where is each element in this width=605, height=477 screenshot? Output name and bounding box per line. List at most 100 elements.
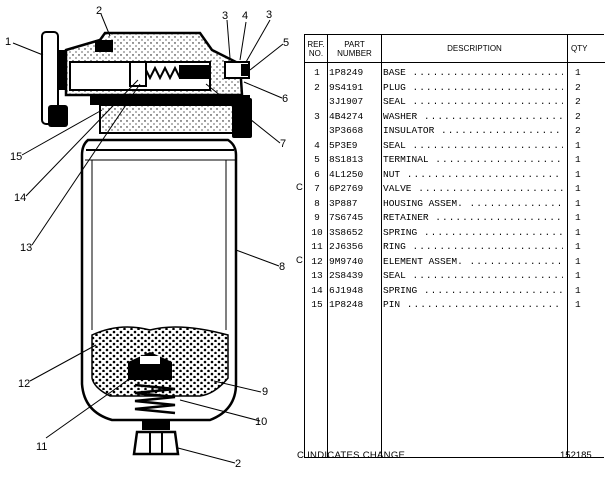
part-number-cell: 6P2769 xyxy=(329,183,364,194)
callout-6: 6 xyxy=(282,93,288,105)
callout-9: 9 xyxy=(262,386,268,398)
table-row: 34B4274WASHER2 xyxy=(305,110,605,125)
callout-14: 14 xyxy=(14,192,26,204)
description-cell: RETAINER xyxy=(383,211,563,226)
ref-no-cell: 14 xyxy=(311,284,323,296)
description-cell: HOUSING ASSEM. xyxy=(383,197,563,212)
callout-3-left: 3 xyxy=(222,10,228,22)
ref-no-cell: 8 xyxy=(314,197,320,209)
change-footnote: C INDICATES CHANGE xyxy=(297,450,406,461)
qty-cell: 2 xyxy=(575,81,581,93)
table-row: 103S8652SPRING1 xyxy=(305,226,605,241)
callout-11: 11 xyxy=(36,441,47,453)
ref-no-cell: 15 xyxy=(311,299,323,310)
qty-cell: 1 xyxy=(575,67,581,78)
description-cell: SPRING xyxy=(383,226,563,241)
table-row: 146J1948SPRING1 xyxy=(305,284,605,299)
ref-no-cell: 4 xyxy=(314,139,320,151)
description-cell: NUT xyxy=(383,168,563,183)
callout-7: 7 xyxy=(280,138,286,150)
table-row: 12 9M9740 ELEMENT ASSEM. 1 xyxy=(305,255,605,270)
part-number-cell: 2J6356 xyxy=(329,241,364,252)
header-qty: QTY xyxy=(567,35,605,63)
description-cell: ELEMENT ASSEM. xyxy=(383,255,563,270)
part-number-cell: 5P3E9 xyxy=(329,139,358,151)
ref-no-cell: 2 xyxy=(314,81,320,93)
callout-15: 15 xyxy=(10,151,22,163)
callout-8: 8 xyxy=(279,261,285,273)
retainer-and-spring xyxy=(128,352,176,415)
callout-5: 5 xyxy=(283,37,289,49)
part-number-cell: 1P8249 xyxy=(329,67,364,78)
table-row: 132S8439SEAL1 xyxy=(305,269,605,284)
ref-no-cell: 10 xyxy=(311,226,323,238)
description-cell: SEAL xyxy=(383,139,563,154)
ref-no-cell: 13 xyxy=(311,270,323,281)
column-divider xyxy=(381,35,382,457)
drain-plug xyxy=(132,420,180,456)
qty-cell: 2 xyxy=(575,125,581,136)
change-mark: C xyxy=(296,182,303,193)
description-cell: RING xyxy=(383,240,563,255)
part-number-cell: 2S8439 xyxy=(329,270,364,281)
part-number-cell: 4B4274 xyxy=(329,110,364,122)
table-row: 64L1250NUT1 xyxy=(305,168,605,183)
header-part-number: PART NUMBER xyxy=(327,35,381,63)
part-number-cell: 3P887 xyxy=(329,197,358,209)
qty-cell: 1 xyxy=(575,255,581,267)
qty-cell: 1 xyxy=(575,270,581,281)
qty-cell: 1 xyxy=(575,284,581,296)
table-row: 1 1P8249 BASE 1 xyxy=(305,66,605,81)
table-row: 4 5P3E9 SEAL 1 xyxy=(305,139,605,154)
callout-2-bottom: 2 xyxy=(235,458,241,470)
description-cell: INSULATOR xyxy=(383,124,563,139)
qty-cell: 2 xyxy=(575,96,581,107)
ref-no-cell: 12 xyxy=(311,255,323,267)
callout-3-right: 3 xyxy=(266,9,272,21)
valve-spring xyxy=(129,61,211,87)
table-row: 76P2769VALVE1 xyxy=(305,182,605,197)
figure-number: 152185 xyxy=(560,450,592,461)
ref-no-cell: 6 xyxy=(314,168,320,180)
part-number-cell: 9M9740 xyxy=(329,255,364,267)
table-row: 58S1813TERMINAL1 xyxy=(305,153,605,168)
callout-labels: 1 2 3 4 3 5 6 7 8 9 10 2 11 12 13 14 15 xyxy=(5,5,289,470)
qty-cell: 1 xyxy=(575,183,581,194)
part-number-cell: 1P8248 xyxy=(329,299,364,310)
header-ref-no: REF. NO. xyxy=(305,35,327,63)
qty-cell: 1 xyxy=(575,212,581,223)
description-cell: SEAL xyxy=(383,95,563,110)
callout-10: 10 xyxy=(255,416,267,428)
callout-leader-lines xyxy=(12,13,284,464)
column-divider xyxy=(327,35,328,457)
ref-no-cell: 9 xyxy=(314,212,320,223)
qty-cell: 2 xyxy=(575,110,581,122)
description-cell: BASE xyxy=(383,66,563,81)
callout-12: 12 xyxy=(18,378,30,390)
callout-4: 4 xyxy=(242,10,248,22)
part-number-cell: 3P3668 xyxy=(329,125,364,136)
description-cell: PLUG xyxy=(383,81,563,96)
part-number-cell: 3S8652 xyxy=(329,226,364,238)
table-row: 2 9S4191 PLUG 2 xyxy=(305,81,605,96)
ref-no-cell: 11 xyxy=(311,241,323,252)
ref-no-cell: 1 xyxy=(314,67,320,78)
filter-base-head xyxy=(64,31,252,138)
qty-cell: 1 xyxy=(575,139,581,151)
part-number-cell: 7S6745 xyxy=(329,212,364,223)
description-cell: TERMINAL xyxy=(383,153,563,168)
change-mark: C xyxy=(296,254,303,266)
part-number-cell: 9S4191 xyxy=(329,81,364,93)
table-row: 9 7S6745 RETAINER 1 xyxy=(305,211,605,226)
table-row: 3P3668 INSULATOR 2 xyxy=(305,124,605,139)
qty-cell: 1 xyxy=(575,154,581,165)
qty-cell: 1 xyxy=(575,299,581,310)
column-divider xyxy=(567,35,568,457)
description-cell: SPRING xyxy=(383,284,563,299)
callout-2-top: 2 xyxy=(96,5,102,17)
description-cell: PIN xyxy=(383,298,563,313)
table-row: 15 1P8248 PIN 1 xyxy=(305,298,605,313)
description-cell: WASHER xyxy=(383,110,563,125)
